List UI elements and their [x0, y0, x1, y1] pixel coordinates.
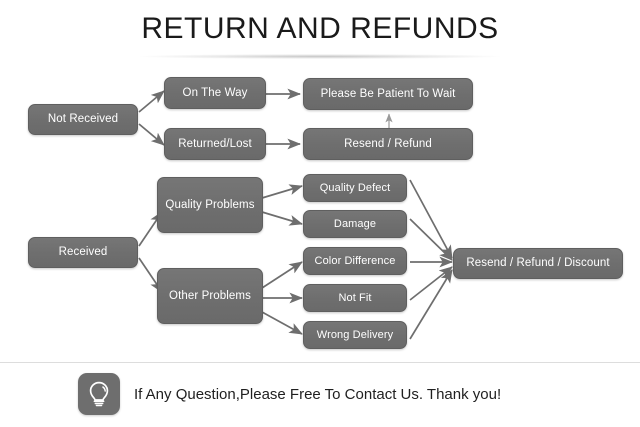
footer-divider [0, 362, 640, 363]
lightbulb-icon [78, 373, 120, 415]
edge-quality-defect-result [409, 179, 453, 259]
node-other-problems[interactable]: Other Problems [157, 268, 263, 324]
node-resend-refund[interactable]: Resend / Refund [303, 128, 473, 160]
edge-damage-result [409, 218, 453, 261]
node-returned-lost[interactable]: Returned/Lost [164, 128, 266, 160]
title-divider [140, 54, 500, 59]
edge-not-received-on-the-way [138, 90, 165, 113]
page-title: RETURN AND REFUNDS [141, 12, 499, 45]
node-received[interactable]: Received [28, 237, 138, 268]
node-please-be-patient-to-wait[interactable]: Please Be Patient To Wait [303, 78, 473, 110]
edge-other-problems-color-difference [261, 261, 303, 289]
node-not-received[interactable]: Not Received [28, 104, 138, 135]
edge-not-fit-result [409, 266, 453, 301]
edge-other-problems-wrong-delivery [261, 311, 303, 335]
footer-text: If Any Question,Please Free To Contact U… [134, 385, 502, 403]
node-color-difference[interactable]: Color Difference [303, 247, 407, 275]
node-not-fit[interactable]: Not Fit [303, 284, 407, 312]
node-on-the-way[interactable]: On The Way [164, 77, 266, 109]
node-damage[interactable]: Damage [303, 210, 407, 238]
edge-not-received-returned-lost [138, 123, 165, 146]
node-quality-defect[interactable]: Quality Defect [303, 174, 407, 202]
node-quality-problems[interactable]: Quality Problems [157, 177, 263, 233]
edge-quality-problems-quality-defect [261, 184, 303, 199]
footer: If Any Question,Please Free To Contact U… [78, 372, 558, 416]
edge-wrong-delivery-result [409, 269, 453, 340]
node-wrong-delivery[interactable]: Wrong Delivery [303, 321, 407, 349]
node-resend-refund-discount[interactable]: Resend / Refund / Discount [453, 248, 623, 279]
edge-quality-problems-damage [261, 211, 303, 226]
